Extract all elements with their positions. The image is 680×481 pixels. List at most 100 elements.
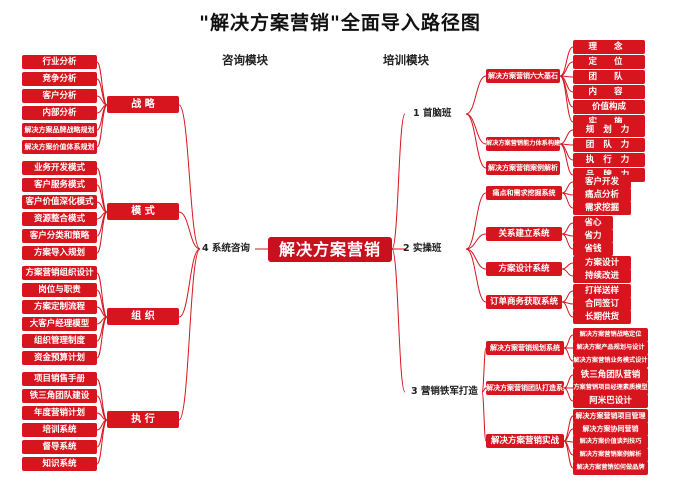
practice-item: 解决方案营销案例解析 xyxy=(573,448,648,462)
connector xyxy=(563,347,574,362)
connector xyxy=(559,75,574,123)
connector xyxy=(481,391,487,442)
practice-sub-design: 方案设计系统 xyxy=(486,262,562,276)
relation-item: 省力 xyxy=(573,229,613,243)
branch-iron: 3 营销铁军打造 xyxy=(411,386,478,397)
connector xyxy=(561,192,574,209)
page-title: "解决方案营销"全面导入路径图 xyxy=(199,12,481,34)
strategy-item: 解决方案品牌战略规划 xyxy=(22,123,97,137)
planning-item: 解决方案产品规划与设计 xyxy=(573,341,648,355)
connector xyxy=(465,75,487,115)
category-strategy: 战 略 xyxy=(107,96,179,113)
section-train: 培训模块 xyxy=(383,53,429,67)
connector xyxy=(561,181,574,194)
connector xyxy=(559,143,574,176)
planning-item: 解决方案营销战略定位 xyxy=(573,328,648,342)
capability-item: 执 行 力 xyxy=(573,153,645,167)
order-item: 长期供货 xyxy=(573,310,631,324)
center-node: 解决方案营销 xyxy=(268,237,392,262)
model-item: 客户服务模式 xyxy=(22,178,97,192)
category-model: 模 式 xyxy=(107,203,179,220)
first-sub-capability: 解决方案营销能力体系构建 xyxy=(486,137,560,151)
model-item: 资源整合模式 xyxy=(22,212,97,226)
connector xyxy=(96,61,108,106)
org-item: 组织管理制度 xyxy=(22,334,97,348)
painpoint-item: 需求挖掘 xyxy=(573,201,631,215)
order-item: 合同签订 xyxy=(573,297,631,311)
painpoint-item: 痛点分析 xyxy=(573,188,631,202)
connector xyxy=(391,113,406,250)
connector xyxy=(481,347,487,393)
model-item: 客户分类和策略 xyxy=(22,229,97,243)
cornerstone-item: 理 念 xyxy=(573,40,645,54)
practice-item: 解决方案价值谈判技巧 xyxy=(573,435,648,449)
connector xyxy=(465,113,487,169)
exec-item: 项目销售手册 xyxy=(22,372,97,386)
practice-sub-order: 订单商务获取系统 xyxy=(486,295,562,309)
first-sub-cases: 解决方案营销案例解析 xyxy=(486,161,560,175)
practice-item: 解决方案营销如何做品牌 xyxy=(573,461,648,475)
connector xyxy=(563,440,574,469)
cornerstone-item: 内 容 xyxy=(573,85,645,99)
exec-item: 培训系统 xyxy=(22,423,97,437)
relation-item: 省心 xyxy=(573,216,613,230)
connector xyxy=(559,129,574,145)
connector xyxy=(96,272,108,318)
planning-item: 解决方案营销业务模式设计 xyxy=(573,354,648,368)
strategy-item: 内部分析 xyxy=(22,106,97,120)
category-org: 组 织 xyxy=(107,308,179,325)
exec-item: 年度营销计划 xyxy=(22,406,97,420)
design-item: 方案设计 xyxy=(573,256,631,270)
org-item: 方案营销组织设计 xyxy=(22,266,97,280)
connector xyxy=(561,268,574,277)
exec-item: 铁三角团队建设 xyxy=(22,389,97,403)
connector xyxy=(178,104,201,250)
connector xyxy=(563,374,574,389)
order-item: 打样送样 xyxy=(573,284,631,298)
iron-sub-team: 解决方案营销团队打造系统 xyxy=(486,381,564,395)
strategy-item: 竞争分析 xyxy=(22,72,97,86)
org-item: 岗位与职责 xyxy=(22,283,97,297)
cornerstone-item: 定 位 xyxy=(573,55,645,69)
connector xyxy=(563,415,574,442)
org-item: 方案定制流程 xyxy=(22,300,97,314)
design-item: 持续改进 xyxy=(573,269,631,283)
model-item: 方案导入规划 xyxy=(22,246,97,260)
section-consult: 咨询模块 xyxy=(222,53,268,67)
relation-item: 省钱 xyxy=(573,242,613,256)
team-item: 阿米巴设计 xyxy=(573,394,648,408)
connector xyxy=(563,387,574,402)
cornerstone-item: 价值构成 xyxy=(573,100,645,114)
connector xyxy=(178,248,201,421)
org-item: 资金预算计划 xyxy=(22,351,97,365)
exec-item: 督导系统 xyxy=(22,440,97,454)
connector xyxy=(561,222,574,235)
exec-item: 知识系统 xyxy=(22,457,97,471)
connector xyxy=(465,248,487,303)
cornerstone-item: 团 队 xyxy=(573,70,645,84)
painpoint-item: 客户开发 xyxy=(573,175,631,189)
practice-item: 解决方案营销项目管理 xyxy=(573,409,648,423)
capability-item: 团 队 力 xyxy=(573,138,645,152)
connector xyxy=(178,211,201,250)
branch-first: 1 首脑班 xyxy=(413,108,452,119)
practice-sub-painpoint: 痛点和需求挖掘系统 xyxy=(486,186,562,200)
first-sub-cornerstones: 解决方案营销六大基石 xyxy=(486,69,560,83)
capability-item: 规 划 力 xyxy=(573,123,645,137)
connector xyxy=(561,290,574,303)
connector xyxy=(561,233,574,250)
connector xyxy=(391,248,406,393)
strategy-item: 客户分析 xyxy=(22,89,97,103)
branch-consult: 4 系统咨询 xyxy=(202,243,250,254)
connector xyxy=(465,248,487,270)
connector xyxy=(465,192,487,250)
connector xyxy=(559,46,574,77)
connector xyxy=(96,211,108,254)
strategy-item: 行业分析 xyxy=(22,55,97,69)
iron-sub-planning: 解决方案营销规划系统 xyxy=(486,341,564,355)
connector xyxy=(563,334,574,349)
connector xyxy=(96,316,108,359)
model-item: 客户价值深化模式 xyxy=(22,195,97,209)
iron-sub-practice: 解决方案营销实战 xyxy=(486,434,564,448)
